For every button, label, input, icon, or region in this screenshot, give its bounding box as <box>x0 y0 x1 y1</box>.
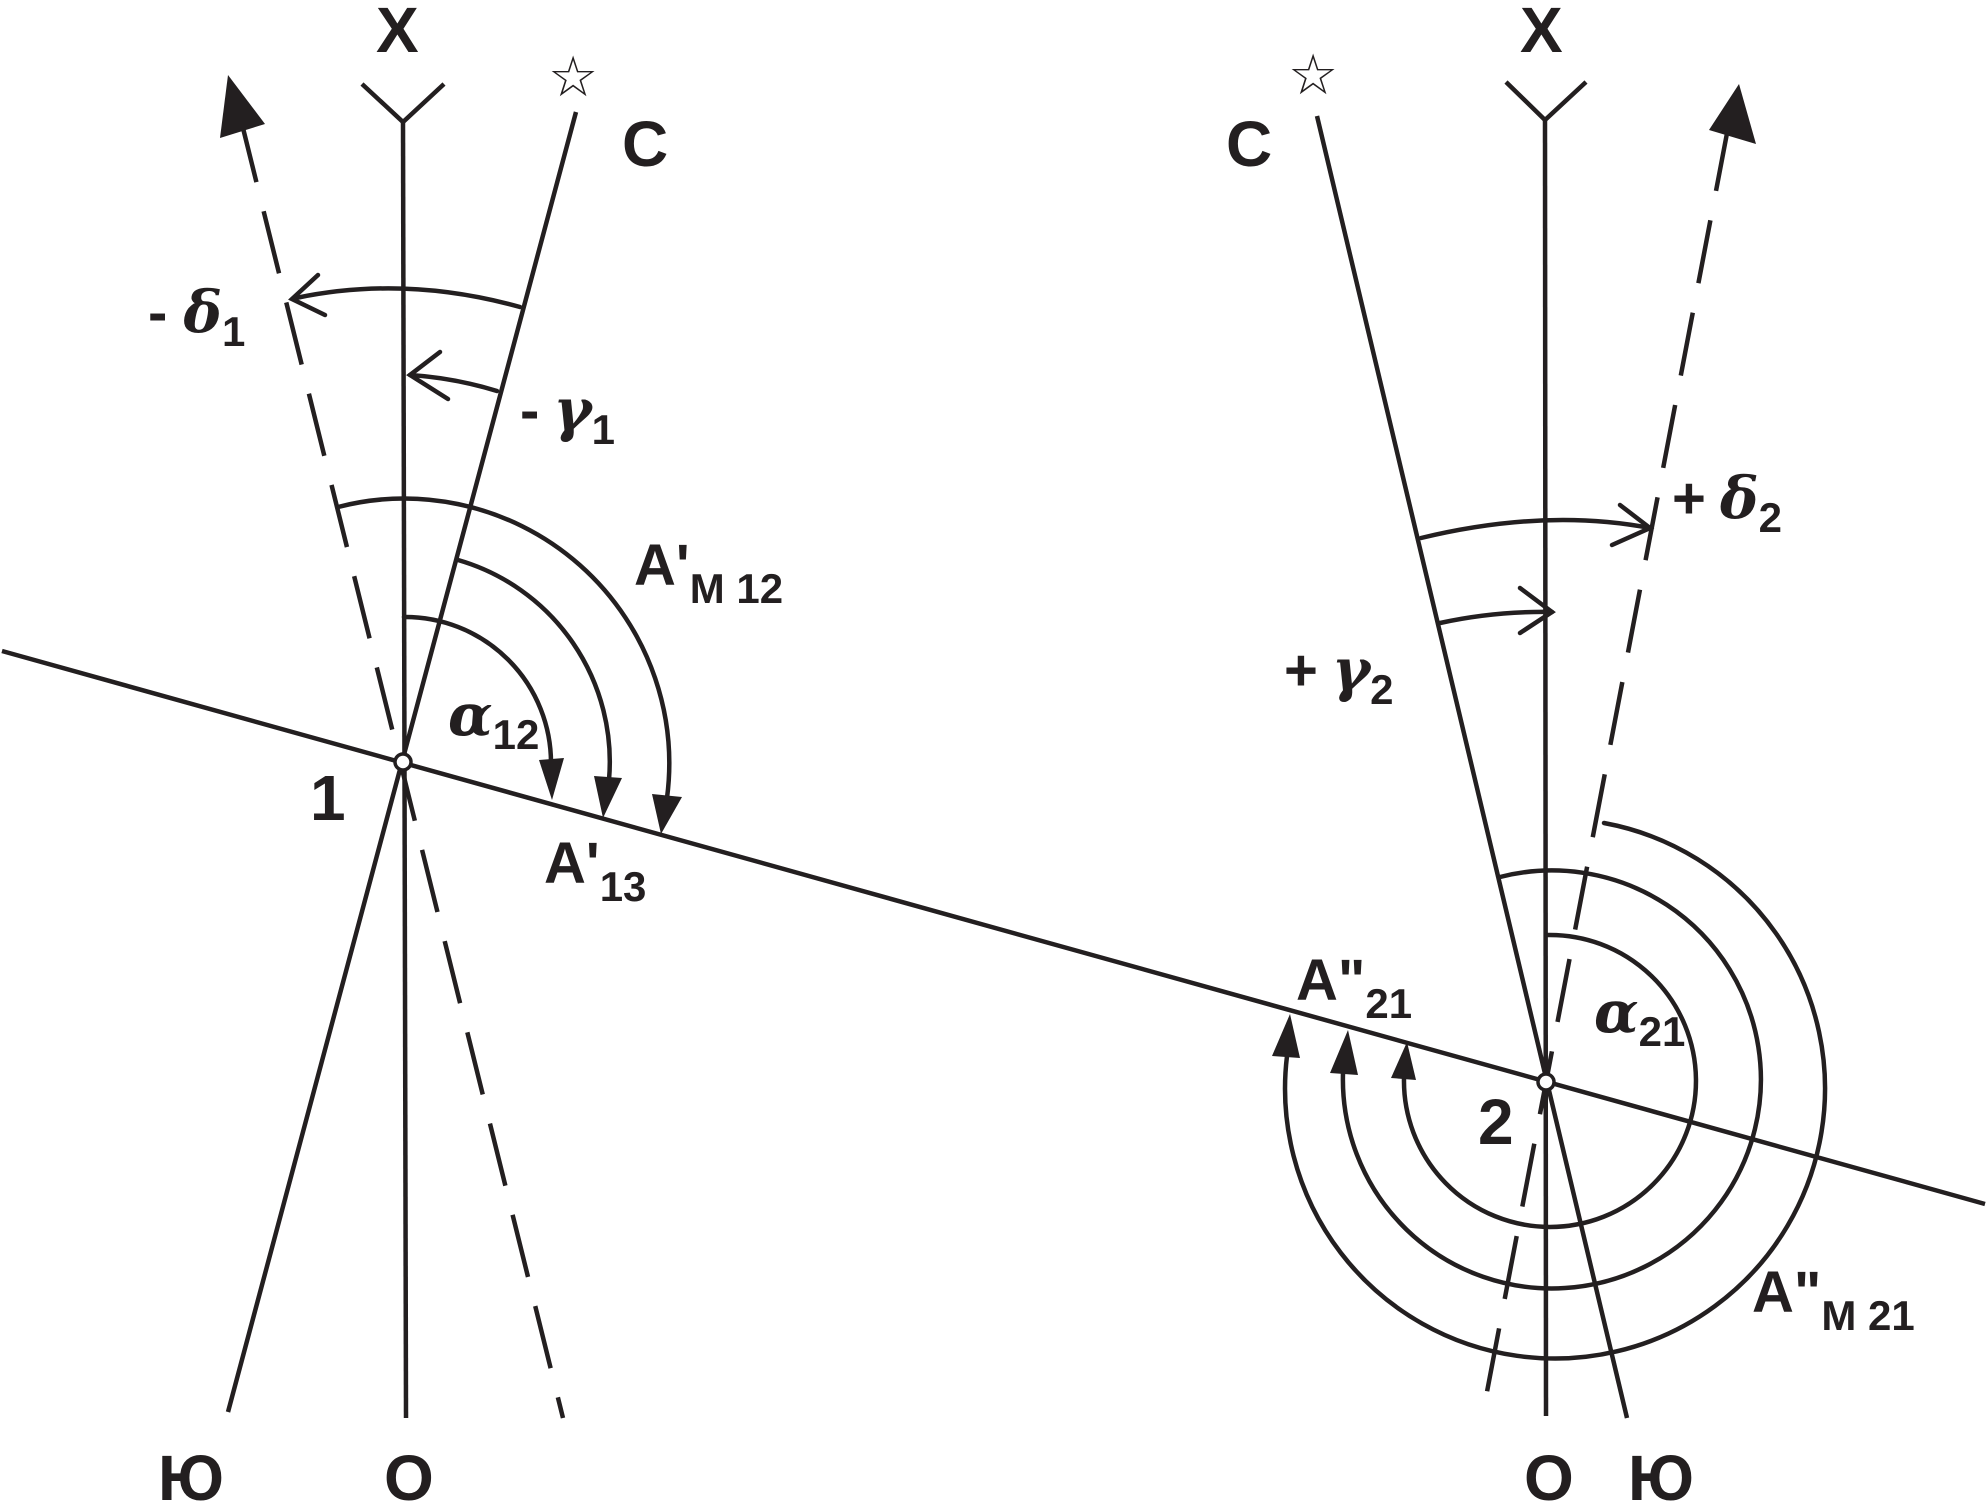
grid-meridian-2 <box>1542 119 1549 1417</box>
magnetic-azimuth-label-2: A"М 21 <box>1752 1260 1915 1339</box>
magnetic-north-arrowhead-2 <box>1709 84 1756 144</box>
magnetic-north-arrowhead-1 <box>220 75 265 138</box>
declination-arrowhead-1 <box>288 272 328 318</box>
magnetic-azimuth-arrowhead-1 <box>652 794 682 834</box>
directional-angle-arrowhead-1 <box>539 758 564 800</box>
true-azimuth-arc-2 <box>1340 868 1764 1291</box>
convergence-arc-2 <box>1437 609 1555 626</box>
star-icon-2: ☆ <box>1288 43 1338 108</box>
convergence-arc-1 <box>407 372 500 394</box>
station-point-1 <box>393 752 413 772</box>
grid-north-label-1: X <box>376 0 419 66</box>
directional-angle-label-1: α12 <box>448 681 539 758</box>
convergence-arrowhead-1 <box>406 349 451 402</box>
true-azimuth-arrowhead-2 <box>1330 1030 1358 1075</box>
magnetic-azimuth-arc-1 <box>335 496 672 801</box>
grid-north-arrow-1 <box>360 82 446 126</box>
station-number-2: 2 <box>1478 1086 1514 1158</box>
station-point-2 <box>1536 1072 1556 1092</box>
declination-arrowhead-2 <box>1609 502 1655 548</box>
declination-arc-1 <box>293 286 523 310</box>
grid-north-label-2: X <box>1520 0 1563 66</box>
directional-angle-arc-1 <box>401 614 554 766</box>
grid-south-label-1: O <box>384 1442 434 1505</box>
declination-label-1: -δ1 <box>148 278 245 355</box>
convergence-arrowhead-2 <box>1517 585 1556 636</box>
magnetic-meridian-2 <box>1479 127 1731 1419</box>
directional-angle-label-2: α21 <box>1594 978 1685 1055</box>
magnetic-azimuth-label-1: A'М 12 <box>634 533 783 612</box>
declination-label-2: +δ2 <box>1672 464 1782 541</box>
true-azimuth-arc-1 <box>455 557 612 783</box>
true-south-label-2: Ю <box>1628 1442 1694 1505</box>
directional-angle-arc-2 <box>1401 932 1699 1230</box>
station-number-1: 1 <box>310 762 346 834</box>
baseline-1-2 <box>1 648 1986 1207</box>
magnetic-azimuth-arc-2 <box>1282 820 1828 1361</box>
star-icon-1: ☆ <box>548 45 598 110</box>
grid-north-arrow-2 <box>1504 80 1588 124</box>
grid-south-label-2: O <box>1524 1442 1574 1505</box>
true-north-label-1: С <box>622 108 668 180</box>
true-azimuth-label-2: A"21 <box>1296 948 1412 1027</box>
directional-angle-arrowhead-2 <box>1391 1042 1416 1080</box>
true-meridian-2 <box>1314 115 1630 1419</box>
true-azimuth-label-1: A'13 <box>544 831 646 910</box>
true-south-label-1: Ю <box>158 1442 224 1505</box>
magnetic-azimuth-arrowhead-2 <box>1272 1014 1300 1058</box>
convergence-label-1: -γ1 <box>520 376 615 453</box>
convergence-label-2: +γ2 <box>1284 636 1394 713</box>
declination-arc-2 <box>1418 517 1653 541</box>
true-azimuth-arrowhead-1 <box>594 776 622 818</box>
true-north-label-2: С <box>1226 108 1272 180</box>
